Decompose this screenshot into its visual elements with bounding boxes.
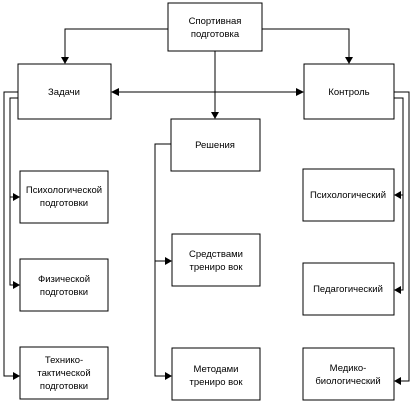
arrowhead-control xyxy=(345,57,353,64)
node-ctrl-med-label-1: Медико- xyxy=(330,363,367,374)
connector-tasks-bracket-inner xyxy=(9,97,18,286)
connector-root-control xyxy=(262,28,350,57)
arrowhead-ctrl-ped xyxy=(394,286,401,294)
node-task-tech-label-2: тактической xyxy=(37,368,90,379)
node-task-psych: Психологической подготовки xyxy=(19,170,109,224)
connector-tasks-bracket-outer xyxy=(3,91,18,377)
connector-decisions-bracket xyxy=(154,143,171,377)
node-dec-means: Средствами трениро вок xyxy=(171,233,261,287)
node-task-tech-label-3: подготовки xyxy=(40,381,88,392)
node-root-label-2: подготовка xyxy=(191,29,240,40)
node-control: Контроль xyxy=(303,63,395,120)
node-dec-means-label-1: Средствами xyxy=(189,249,243,260)
node-dec-means-label-2: трениро вок xyxy=(189,262,243,273)
arrowhead-dec-methods xyxy=(165,372,172,380)
node-task-tech: Технико- тактической подготовки xyxy=(19,346,109,400)
node-tasks: Задачи xyxy=(17,63,112,120)
node-task-phys-label-2: подготовки xyxy=(40,287,88,298)
arrowhead-dec-means xyxy=(165,257,172,265)
node-ctrl-psych-label: Психологический xyxy=(310,190,386,201)
node-ctrl-med-label-2: биологический xyxy=(315,376,380,387)
arrowhead-decisions xyxy=(211,112,219,119)
node-root: Спортивная подготовка xyxy=(167,2,263,52)
node-task-psych-label-1: Психологической xyxy=(26,185,102,196)
arrowhead-ctrl-psych xyxy=(394,191,401,199)
node-task-tech-label-1: Технико- xyxy=(45,355,83,366)
node-ctrl-ped-label: Педагогический xyxy=(313,284,383,295)
node-dec-methods-label-1: Методами xyxy=(194,364,239,375)
connector-control-bracket-inner xyxy=(394,97,404,291)
node-decisions: Решения xyxy=(170,118,261,172)
arrowhead-tasks-left xyxy=(111,88,119,96)
connector-control-bracket-outer xyxy=(394,91,410,382)
arrowhead-task-psych xyxy=(13,193,20,201)
connectors xyxy=(3,28,410,385)
connector-root-tasks xyxy=(64,28,168,57)
node-tasks-label: Задачи xyxy=(48,87,80,98)
node-control-label: Контроль xyxy=(328,87,369,98)
node-dec-methods-label-2: трениро вок xyxy=(189,377,243,388)
arrowhead-ctrl-med xyxy=(394,377,401,385)
node-root-label-1: Спортивная xyxy=(189,16,242,27)
arrowhead-control-right xyxy=(296,88,304,96)
node-ctrl-psych: Психологический xyxy=(302,168,395,222)
node-task-psych-label-2: подготовки xyxy=(40,198,88,209)
node-task-phys: Физической подготовки xyxy=(19,258,109,312)
arrowhead-task-phys xyxy=(13,281,20,289)
node-ctrl-ped: Педагогический xyxy=(302,262,395,316)
node-dec-methods: Методами трениро вок xyxy=(171,347,261,401)
node-task-phys-label-1: Физической xyxy=(38,274,90,285)
arrowhead-tasks xyxy=(61,57,69,64)
node-decisions-label: Решения xyxy=(195,140,235,151)
arrowhead-task-tech xyxy=(13,372,20,380)
node-ctrl-med: Медико- биологический xyxy=(302,347,395,401)
